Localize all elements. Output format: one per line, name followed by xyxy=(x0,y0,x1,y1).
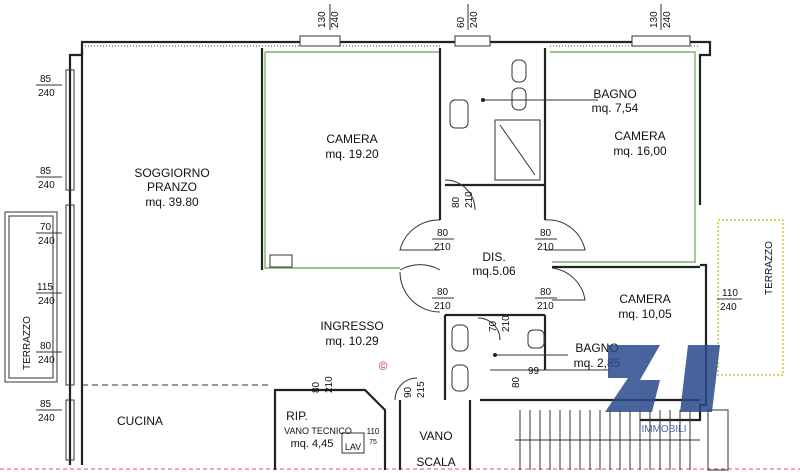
left-dim-3a: 70 xyxy=(40,222,52,233)
top-dim-3b: 240 xyxy=(662,11,673,28)
room-area-camera-3: mq. 10,05 xyxy=(618,307,672,321)
room-label-vano: VANO xyxy=(419,429,452,443)
left-dim-5b: 240 xyxy=(38,355,55,366)
room-label-camera-3: CAMERA xyxy=(619,292,670,306)
rotated-dimension-labels: 80 210 70 210 80 210 90 215 80 99 xyxy=(311,191,540,398)
company-logo: IMMOBILI xyxy=(605,345,720,435)
room-area-camera-2: mq. 16,00 xyxy=(613,144,667,158)
room-label-rip: RIP. xyxy=(286,409,308,423)
left-dim-6b: 240 xyxy=(38,413,55,424)
left-dim-5a: 80 xyxy=(40,341,52,352)
left-dimension-labels: 85 240 85 240 70 240 115 240 80 240 85 2… xyxy=(36,74,62,424)
lav-label: LAV xyxy=(345,442,361,452)
room-area-soggiorno: mq. 39.80 xyxy=(145,195,199,209)
rot-dim-1a: 80 xyxy=(451,196,462,208)
lav-dim-2: 75 xyxy=(369,439,377,446)
room-area-rip: mq. 4,45 xyxy=(291,438,334,450)
top-dim-3a: 130 xyxy=(649,11,660,28)
top-dim-1b: 240 xyxy=(330,11,341,28)
left-dim-6a: 85 xyxy=(40,399,52,410)
lav-dim: 110 xyxy=(367,427,380,436)
copyright-symbol: © xyxy=(379,359,388,373)
rot-dim-2b: 210 xyxy=(501,315,512,332)
rot-dim-5a: 80 xyxy=(511,376,522,388)
room-area-dis: mq.5.06 xyxy=(472,264,516,278)
room-label-dis: DIS. xyxy=(482,250,505,264)
terrazzo-left-outline xyxy=(4,211,58,383)
room-label-soggiorno: SOGGIORNO xyxy=(134,166,209,180)
rot-dim-2a: 70 xyxy=(488,320,499,332)
rot-dim-4b: 215 xyxy=(416,381,427,398)
room-label-camera-1: CAMERA xyxy=(326,132,377,146)
left-dim-1a: 85 xyxy=(40,74,52,85)
rot-dim-3a: 80 xyxy=(311,381,322,393)
room-area-ingresso: mq. 10.29 xyxy=(325,334,379,348)
door-dim-1b: 210 xyxy=(434,242,451,253)
door-dim-3a: 80 xyxy=(437,287,449,298)
door-dim-4a: 80 xyxy=(540,287,552,298)
top-dimension-labels: 130 240 60 240 130 240 xyxy=(317,4,673,30)
left-dim-2a: 85 xyxy=(40,166,52,177)
window-dim-b: 240 xyxy=(720,302,737,313)
door-dim-2b: 210 xyxy=(537,242,554,253)
left-windows xyxy=(65,69,75,461)
rot-dim-3b: 210 xyxy=(324,376,335,393)
logo-text: IMMOBILI xyxy=(641,424,686,435)
left-dim-2b: 240 xyxy=(38,180,55,191)
room-label-ingresso: INGRESSO xyxy=(320,319,383,333)
room-area-bagno-1: mq. 7,54 xyxy=(592,101,639,115)
door-swings xyxy=(394,179,586,401)
top-dim-2a: 60 xyxy=(456,16,467,28)
room-label-bagno-2: BAGNO xyxy=(575,341,618,355)
top-dim-2b: 240 xyxy=(469,11,480,28)
door-dimension-labels: 80 210 80 210 80 210 80 210 110 240 xyxy=(432,228,742,313)
top-dim-1a: 130 xyxy=(317,11,328,28)
room-label-cucina: CUCINA xyxy=(117,414,163,428)
room-label-scala: SCALA xyxy=(416,455,455,469)
left-dim-3b: 240 xyxy=(38,236,55,247)
door-dim-4b: 210 xyxy=(537,301,554,312)
room-sub-vano-tecnico: VANO TECNICO xyxy=(284,426,352,436)
room-label-bagno-1: BAGNO xyxy=(593,87,636,101)
interior-walls xyxy=(82,48,729,471)
rot-dim-4a: 90 xyxy=(403,386,414,398)
left-dim-4b: 240 xyxy=(38,296,55,307)
bathroom-fixtures xyxy=(341,59,545,454)
room-area-camera-1: mq. 19.20 xyxy=(325,147,379,161)
left-dim-4a: 115 xyxy=(37,282,53,293)
window-dim-a: 110 xyxy=(722,288,738,299)
rot-dim-1b: 210 xyxy=(464,191,475,208)
room-label-pranzo: PRANZO xyxy=(147,180,197,194)
door-dim-3b: 210 xyxy=(434,301,451,312)
terrazzo-left-label: TERRAZZO xyxy=(22,316,33,370)
room-label-camera-2: CAMERA xyxy=(614,129,665,143)
rot-dim-5b: 99 xyxy=(528,366,540,377)
door-dim-1a: 80 xyxy=(437,228,449,239)
door-dim-2a: 80 xyxy=(540,228,552,239)
terrazzo-right-outline xyxy=(717,219,784,376)
terrazzo-right-label: TERRAZZO xyxy=(764,241,775,295)
left-dim-1b: 240 xyxy=(38,88,55,99)
